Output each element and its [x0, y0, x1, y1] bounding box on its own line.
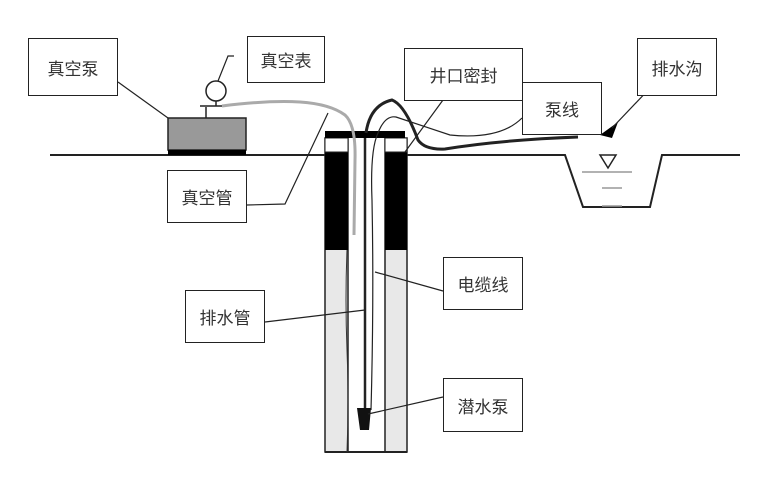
- wellhead-seal-cap: [325, 131, 405, 138]
- ground-ditch-line: [407, 154, 740, 208]
- well-right-seal: [385, 152, 407, 250]
- label-drainage-ditch: 排水沟: [637, 38, 717, 96]
- vacuum-pump-body: [167, 117, 247, 151]
- vacuum-tube-line: [221, 100, 357, 236]
- vacuum-pump-base: [168, 150, 246, 155]
- label-vacuum-tube: 真空管: [167, 170, 247, 223]
- well-left-seal: [325, 152, 348, 250]
- label-electric-cable: 电缆线: [443, 257, 523, 310]
- label-vacuum-gauge: 真空表: [247, 36, 325, 83]
- gauge-leader: [217, 55, 234, 82]
- vacuum-gauge-icon: [205, 80, 227, 102]
- leader-electric-cable: [374, 271, 444, 292]
- electric-cable-line: [370, 116, 523, 411]
- label-vacuum-pump: 真空泵: [28, 38, 118, 96]
- leader-vacuum-pump: [117, 81, 169, 119]
- pump-hose-line: [364, 98, 579, 151]
- label-drain-pipe: 排水管: [185, 290, 265, 343]
- label-wellhead-seal: 井口密封: [404, 48, 523, 101]
- label-pump-cable: 泵线: [522, 82, 602, 135]
- well-inner-line: [345, 249, 349, 453]
- well-left-top: [324, 137, 349, 153]
- label-submersible-pump: 潜水泵: [443, 378, 523, 432]
- water-level-icon: [598, 154, 618, 170]
- leader-vacuum-tube: [246, 112, 329, 206]
- well-right-top: [384, 137, 408, 153]
- submersible-pump-body: [357, 408, 371, 430]
- leader-wellhead-seal: [404, 99, 444, 153]
- leader-drain-pipe: [264, 309, 366, 323]
- leader-submersible-pump: [367, 396, 444, 415]
